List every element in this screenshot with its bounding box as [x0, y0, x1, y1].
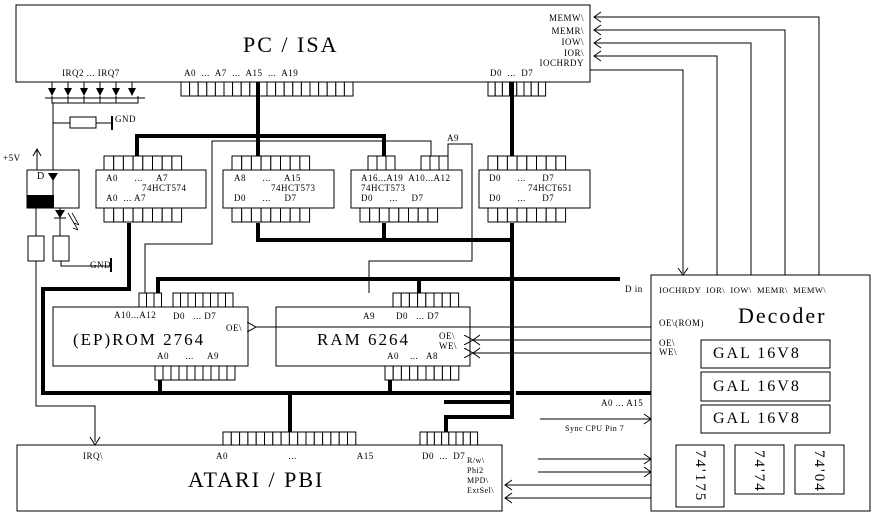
- atari-addr-pins: [222, 431, 357, 446]
- gal-2-box: [700, 371, 831, 402]
- chip-7474-label: 74'74: [751, 450, 767, 493]
- atari-addr-label: A0 ... A15: [216, 451, 374, 461]
- eprom-title: (EP)ROM 2764: [73, 330, 206, 349]
- atari-signal-rw: R/w\: [467, 456, 485, 465]
- atari-pbi-title: ATARI / PBI: [188, 467, 325, 492]
- sync-label: Sync CPU Pin 7: [565, 424, 625, 433]
- decoder-d-in: D in: [625, 284, 643, 294]
- chip-7474-box: [734, 444, 785, 495]
- addr-bus-label: A0 ... A15: [601, 398, 644, 408]
- chip-7404-box: [794, 444, 845, 495]
- ram-title: RAM 6264: [317, 330, 410, 349]
- u573a-top: A8 ... A15: [234, 173, 302, 183]
- atari-signal-phi2: Phi2: [467, 466, 484, 475]
- u573b-top-pins-2: [420, 155, 449, 171]
- chip-74175-box: [675, 444, 725, 508]
- gal-2-label: GAL 16V8: [713, 378, 801, 395]
- u574-bottom: A0 ... A7: [106, 193, 147, 203]
- eprom-addr-low: A0 ... A9: [157, 351, 220, 361]
- irq-flipflop: [26, 147, 112, 442]
- pc-signal-iochrdy: IOCHRDY: [539, 58, 584, 68]
- decoder-oe-rom: OE\(ROM): [659, 318, 704, 328]
- decoder-oe: OE\: [659, 338, 675, 348]
- ram-oe: OE\: [439, 331, 455, 341]
- u651-top-pins: [487, 155, 567, 171]
- pc-signal-iow: IOW\: [561, 37, 584, 47]
- decoder-we: WE\: [659, 347, 677, 357]
- pc-isa-title: PC / ISA: [243, 32, 339, 57]
- flipflop-d-label: D: [37, 171, 45, 182]
- u573b-bottom-pins: [359, 207, 439, 223]
- u573b-bottom: D0 ... D7: [361, 193, 424, 203]
- ram-a9: A9: [363, 311, 375, 321]
- pc-addr-label: A0 ... A7 ... A15 ... A19: [184, 68, 299, 78]
- pulldown-resistor: [52, 103, 113, 178]
- u573a-top-pins: [231, 155, 311, 171]
- u574-bottom-pins: [103, 207, 183, 223]
- arrowheads: [89, 11, 689, 504]
- u573b-part: 74HCT573: [361, 183, 406, 193]
- atari-irq-label: IRQ\: [83, 451, 103, 461]
- pc-signal-memr: MEMR\: [551, 26, 584, 36]
- u574-top: A0 ... A7: [106, 173, 169, 183]
- connector-pins: [103, 81, 567, 446]
- atari-signal-mpd: MPD\: [467, 476, 489, 485]
- eprom-data: D0 ... D7: [173, 311, 217, 321]
- decoder-title: Decoder: [738, 303, 827, 328]
- gal-1-box: [700, 339, 831, 369]
- atari-data-pins: [419, 431, 479, 446]
- eprom-high-pins: [138, 292, 162, 308]
- pc-irq-label: IRQ2 ... IRQ7: [62, 68, 120, 78]
- ram-low-pins: [384, 365, 460, 381]
- pc-signal-memw: MEMW\: [549, 13, 584, 23]
- ram-data-pins: [392, 292, 460, 308]
- u651-top: D0 ... D7: [489, 173, 555, 183]
- gal-1-label: GAL 16V8: [713, 345, 801, 362]
- pc-addr-pins: [180, 81, 354, 97]
- irq-diodes: [45, 82, 145, 104]
- gnd-label-2: GND: [90, 260, 111, 270]
- u573b-top-pins: [367, 155, 396, 171]
- u651-part: 74HCT651: [528, 183, 573, 193]
- eprom-addr-high: A10...A12: [114, 310, 157, 320]
- u573a-part: 74HCT573: [271, 183, 316, 193]
- u573a-bottom-pins: [231, 207, 311, 223]
- atari-data-label: D0 ... D7: [422, 451, 466, 461]
- eprom-data-pins: [172, 292, 234, 308]
- ram-data: D0 ... D7: [396, 311, 440, 321]
- u573b-top: A16...A19 A10...A12: [361, 173, 451, 183]
- chip-7404-label: 74'04: [811, 450, 827, 493]
- gnd-label-1: GND: [115, 114, 136, 124]
- gal-3-box: [700, 404, 831, 434]
- ram-addr-low: A0 ... A8: [387, 351, 439, 361]
- eprom-low-pins: [154, 365, 236, 381]
- chip-74175-label: 74'175: [692, 450, 708, 503]
- ram-we: WE\: [439, 341, 457, 351]
- u651-bottom: D0 ... D7: [489, 193, 555, 203]
- atari-signal-extsel: ExtSel\: [467, 486, 495, 495]
- u651-bottom-pins: [487, 207, 567, 223]
- gal-3-label: GAL 16V8: [713, 410, 801, 427]
- u574-part: 74HCT574: [142, 183, 187, 193]
- u574-top-pins: [103, 155, 183, 171]
- pc-signal-ior: IOR\: [564, 48, 584, 58]
- a9-wire-label: A9: [447, 133, 459, 143]
- u573a-bottom: D0 ... D7: [234, 193, 297, 203]
- vcc-label: +5V: [3, 153, 21, 163]
- buses: [41, 82, 651, 432]
- eprom-oe: OE\: [226, 323, 242, 333]
- pc-data-pins: [487, 81, 547, 97]
- signal-wires: [144, 16, 820, 499]
- pc-data-label: D0 ... D7: [490, 68, 534, 78]
- decoder-inputs-top: IOCHRDY IOR\ IOW\ MEMR\ MEMW\: [659, 285, 827, 295]
